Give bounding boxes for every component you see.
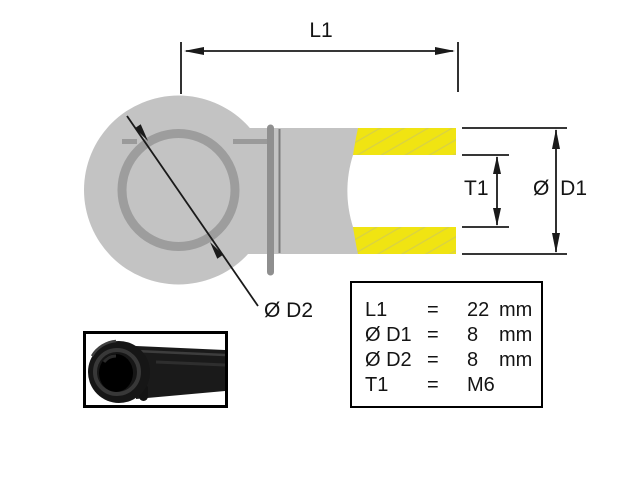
photo-tube-highlight (135, 349, 225, 357)
photo-socket-hole (99, 354, 133, 392)
d1-dimension-label: Ø D1 (532, 177, 587, 200)
eyelet-ring (117, 129, 240, 251)
spec-eq: = (427, 324, 439, 346)
thread-band-top-hatch (353, 128, 456, 155)
photo-socket-rim (93, 348, 141, 396)
product-photo (83, 331, 228, 408)
photo-tube (136, 346, 225, 399)
t1-arrow-bottom (493, 208, 501, 226)
spec-value: 22 (467, 299, 490, 321)
spec-row-d1: Ø D1 = 8 mm (365, 323, 541, 348)
spec-name: Ø D1 (365, 324, 412, 346)
spec-value: 8 (467, 324, 479, 346)
spec-name: Ø D2 (365, 349, 412, 371)
spec-eq: = (427, 299, 439, 321)
spec-row-d2: Ø D2 = 8 mm (365, 348, 541, 373)
photo-ball-rim-light (90, 339, 117, 357)
spec-name: T1 (365, 374, 389, 396)
spec-unit: mm (499, 349, 533, 371)
spec-eq: = (427, 349, 439, 371)
t1-dimension-label: T1 (464, 177, 489, 200)
photo-tube-sheen (155, 360, 225, 367)
d2-arrow-top (134, 124, 148, 141)
l1-arrow-right (435, 47, 455, 55)
spec-eq: = (427, 374, 439, 396)
dimension-lines (126, 42, 567, 307)
d1-arrow-bottom (552, 233, 560, 253)
part-body (84, 95, 456, 285)
thread-bore (347, 155, 456, 227)
d1-arrow-top (552, 129, 560, 149)
d2-leader-line (126, 115, 259, 307)
product-photo-render (88, 339, 225, 403)
spec-value: 8 (467, 349, 479, 371)
t1-arrow-top (493, 156, 501, 174)
spec-name: L1 (365, 299, 388, 321)
spec-row-l1: L1 = 22 mm (365, 298, 541, 323)
d2-dimension-label: Ø D2 (264, 299, 314, 322)
photo-hole-light (102, 354, 117, 364)
spec-table: L1 = 22 mm Ø D1 = 8 mm Ø D2 = 8 mm T1 = … (350, 281, 543, 408)
thread-band-bottom-hatch (353, 227, 456, 254)
spec-row-t1: T1 = M6 (365, 373, 541, 398)
l1-dimension-label: L1 (309, 19, 333, 42)
spec-unit: mm (499, 324, 533, 346)
l1-arrow-left (184, 47, 204, 55)
spec-unit: mm (499, 299, 533, 321)
d2-arrow-bottom (210, 242, 224, 259)
spec-value: M6 (467, 374, 495, 396)
